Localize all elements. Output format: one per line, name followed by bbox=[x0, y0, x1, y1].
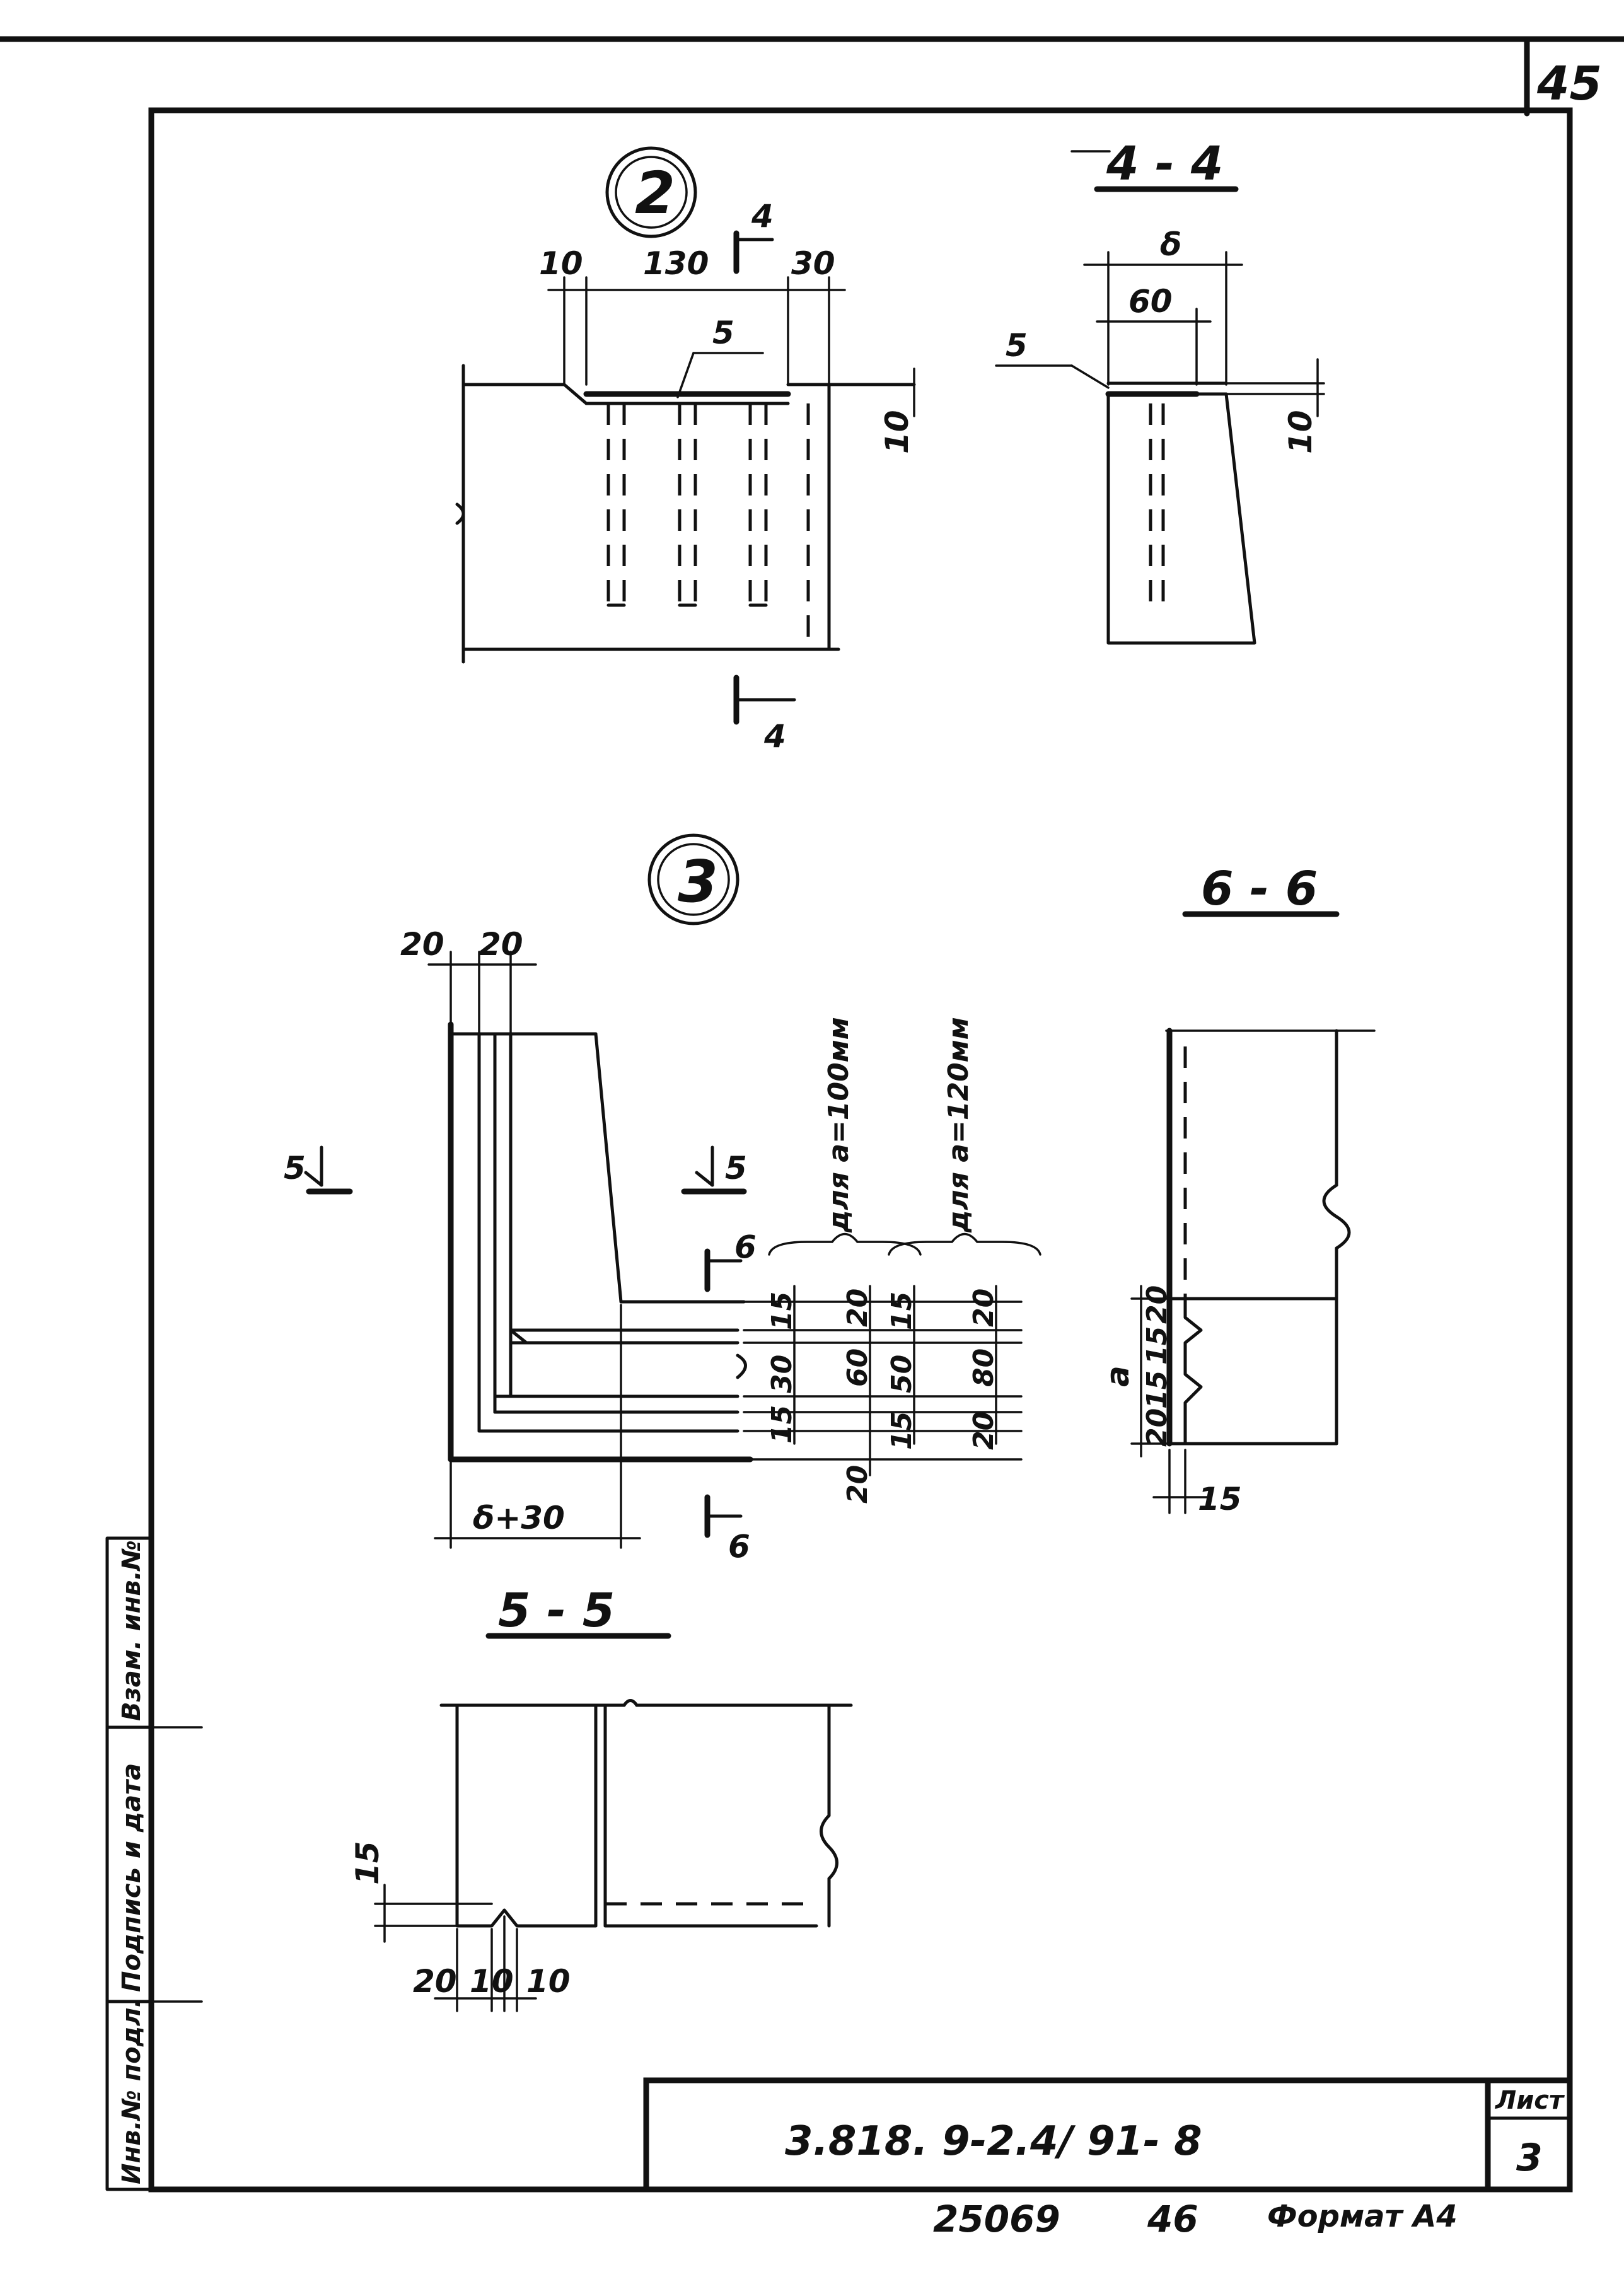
d3-dim-20b: 20 bbox=[479, 926, 523, 963]
s66-dim-15: 15 bbox=[1141, 1326, 1173, 1365]
archive-number: 25069 bbox=[933, 2198, 1060, 2240]
d3-col100-20b: 20 bbox=[842, 1465, 874, 1504]
s66-dim-a: a bbox=[1099, 1365, 1136, 1387]
corner-sheet-number: 45 bbox=[1536, 57, 1602, 111]
d3-dim-delta30: δ+30 bbox=[473, 1500, 565, 1536]
s55-dim-15: 15 bbox=[349, 1841, 386, 1885]
section-4-4: 4 - 4 δ 60 5 10 bbox=[995, 137, 1325, 645]
s55-dim-10b: 10 bbox=[526, 1963, 571, 2000]
d3-mark-6-bottom: 6 bbox=[728, 1528, 750, 1565]
d3-col120-15: 15 bbox=[886, 1292, 918, 1330]
detail-2: 2 10 130 30 4 5 10 bbox=[455, 146, 916, 755]
d3-col100-15b: 15 bbox=[766, 1405, 798, 1444]
inv-podl-label: Инв.№ подл. bbox=[117, 1998, 146, 2184]
section-5-5: 5 - 5 15 20 10 10 bbox=[349, 1584, 853, 2012]
s55-dim-10a: 10 bbox=[470, 1963, 514, 2000]
section-6-6: 6 - 6 a 20 15 15 20 15 bbox=[1099, 862, 1376, 1517]
s44-leader-5: 5 bbox=[1006, 327, 1028, 364]
detail-3: 3 20 20 δ+30 5 5 bbox=[284, 833, 1041, 1565]
d2-dim-30: 30 bbox=[791, 245, 835, 282]
s55-dim-20: 20 bbox=[413, 1963, 457, 2000]
d3-col120-label: для a=120мм bbox=[942, 1017, 975, 1233]
s44-dim-delta: δ bbox=[1160, 226, 1181, 263]
d2-dim-130: 130 bbox=[643, 245, 709, 282]
d3-col120-15b: 15 bbox=[886, 1411, 918, 1450]
d2-leader-5: 5 bbox=[712, 315, 734, 351]
detail-3-marker: 3 bbox=[678, 848, 718, 915]
d3-col120-80: 80 bbox=[968, 1348, 1000, 1387]
d3-mark-5-left: 5 bbox=[284, 1150, 306, 1186]
drawing-designation: 3.818. 9-2.4/ 91- 8 bbox=[785, 2118, 1202, 2165]
d2-section-mark-top: 4 bbox=[751, 198, 774, 235]
d3-col100-60: 60 bbox=[842, 1348, 874, 1387]
archive-number-2: 46 bbox=[1147, 2198, 1198, 2240]
d3-mark-6-top: 6 bbox=[734, 1229, 757, 1265]
s66-dim-20: 20 bbox=[1141, 1285, 1173, 1324]
section-66-title: 6 - 6 bbox=[1201, 862, 1318, 916]
side-stamp: Взам. инв.№ Подпись и дата Инв.№ подл. bbox=[105, 1536, 203, 2191]
d3-col120-50: 50 bbox=[886, 1355, 918, 1393]
vzam-inv-label: Взам. инв.№ bbox=[117, 1540, 146, 1721]
s66-dim-15b: 15 bbox=[1141, 1371, 1173, 1409]
section-55-title: 5 - 5 bbox=[498, 1584, 615, 1638]
d2-dim-10-vertical: 10 bbox=[879, 410, 915, 454]
section-44-title: 4 - 4 bbox=[1106, 137, 1223, 191]
d2-section-mark-bottom: 4 bbox=[763, 718, 786, 755]
s66-dim-15-horizontal: 15 bbox=[1198, 1481, 1242, 1517]
d3-col100-15: 15 bbox=[766, 1292, 798, 1330]
d3-mark-5-right: 5 bbox=[725, 1150, 747, 1186]
sheet-value: 3 bbox=[1516, 2136, 1543, 2180]
s66-dim-20b: 20 bbox=[1141, 1408, 1173, 1447]
title-block: 3.818. 9-2.4/ 91- 8 Лист 3 25069 46 Форм… bbox=[643, 2077, 1573, 2240]
d3-col100-label: для a=100мм bbox=[823, 1017, 855, 1233]
d3-col120-20: 20 bbox=[968, 1289, 1000, 1327]
d3-col100-20: 20 bbox=[842, 1289, 874, 1327]
frame: 45 bbox=[0, 36, 1624, 2193]
detail-2-marker: 2 bbox=[635, 159, 675, 227]
d3-dim-20a: 20 bbox=[400, 926, 444, 963]
s44-dim-60: 60 bbox=[1128, 283, 1173, 320]
d3-col120-20b: 20 bbox=[968, 1411, 1000, 1450]
d2-dim-10: 10 bbox=[539, 245, 583, 282]
signature-date-label: Подпись и дата bbox=[117, 1763, 146, 1992]
sheet-label: Лист bbox=[1495, 2086, 1565, 2115]
paper-format: Формат А4 bbox=[1267, 2199, 1458, 2234]
s44-dim-10: 10 bbox=[1282, 410, 1319, 454]
d3-col100-30: 30 bbox=[766, 1355, 798, 1393]
